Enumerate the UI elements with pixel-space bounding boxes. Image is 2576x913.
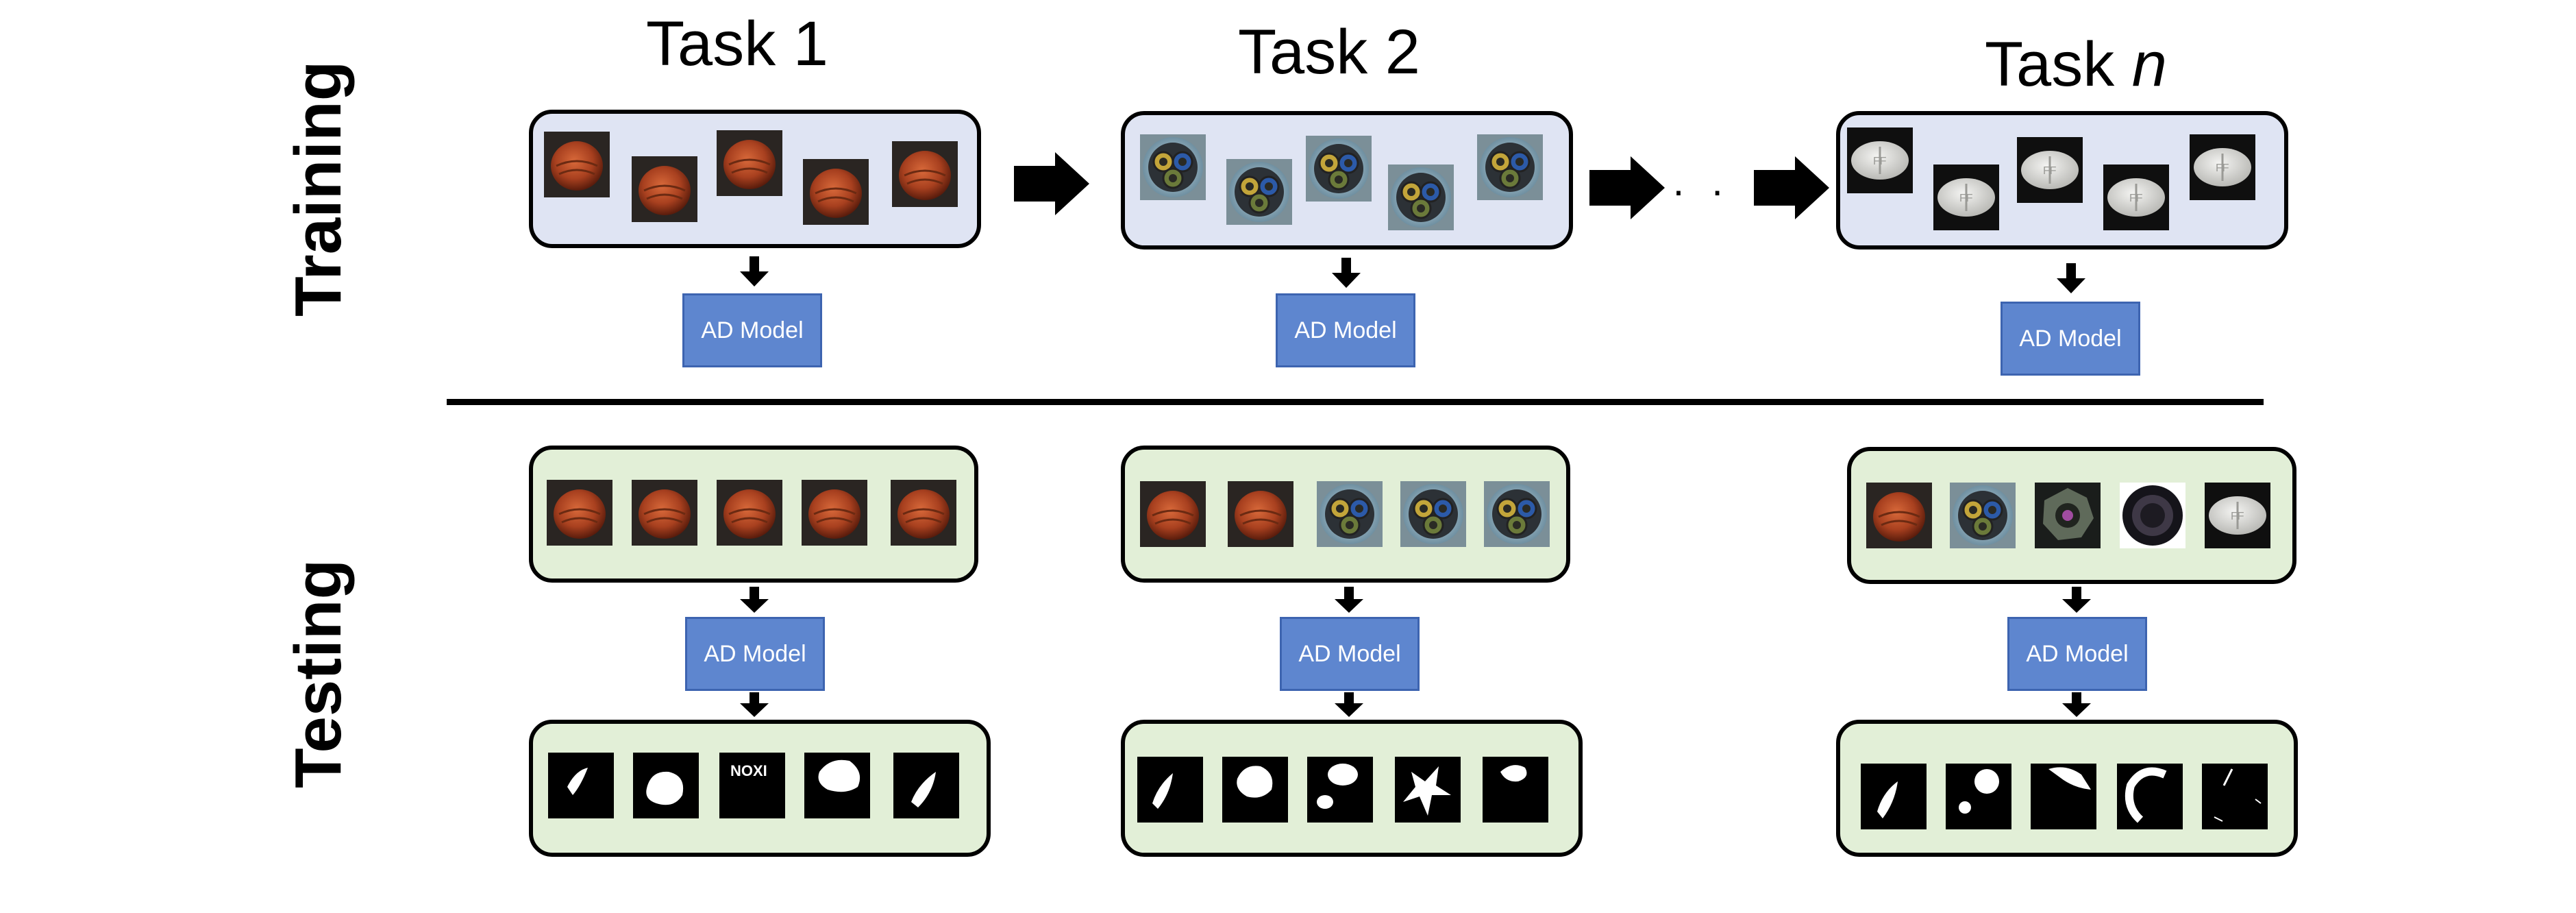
hazelnut-image	[800, 478, 869, 547]
anomaly-mask-image	[1946, 764, 2011, 829]
section-divider	[447, 399, 2264, 405]
down-arrow-icon-test-in-n	[2062, 587, 2091, 613]
right-arrow-icon-1	[1014, 152, 1089, 215]
ad-model-train-task-n: AD Model	[2001, 302, 2140, 376]
bottle-image	[2120, 483, 2185, 548]
down-arrow-icon-test-in-1	[740, 587, 769, 613]
pill-image	[2016, 136, 2084, 204]
cable-image	[1399, 480, 1467, 548]
anomaly-mask-image	[1307, 757, 1373, 823]
right-arrow-icon-3	[1754, 156, 1829, 219]
ad-model-test-task-2: AD Model	[1280, 617, 1420, 691]
down-arrow-icon-test-out-n	[2062, 692, 2091, 717]
ad-model-train-task-1: AD Model	[682, 293, 822, 367]
anomaly-mask-image	[633, 753, 699, 818]
anomaly-mask-image	[1483, 757, 1548, 823]
anomaly-mask-image: NOXI	[719, 753, 785, 818]
down-arrow-icon-test-out-2	[1335, 692, 1363, 717]
task-title-1: Task 1	[646, 9, 828, 79]
ad-model-test-task-1: AD Model	[685, 617, 825, 691]
hazelnut-image	[630, 155, 699, 223]
anomaly-mask-image	[1222, 757, 1288, 823]
anomaly-mask-image	[1395, 757, 1461, 823]
cable-image	[1315, 480, 1384, 548]
screw-image	[2035, 483, 2101, 548]
ellipsis: · · ·	[1672, 167, 1770, 213]
anomaly-mask-image	[548, 753, 614, 818]
right-arrow-icon-2	[1589, 156, 1665, 219]
hazelnut-image	[1226, 480, 1295, 548]
anomaly-mask-image	[2202, 764, 2268, 829]
cable-image	[1225, 158, 1293, 226]
pill-image	[2203, 481, 2272, 550]
pill-image	[1932, 163, 2001, 232]
hazelnut-image	[891, 140, 959, 208]
hazelnut-image	[715, 478, 784, 547]
pill-image	[2188, 133, 2257, 202]
hazelnut-image	[543, 130, 611, 199]
cable-image	[1304, 134, 1373, 203]
anomaly-mask-image	[804, 753, 870, 818]
hazelnut-image	[1865, 481, 1933, 550]
cable-image	[1483, 480, 1551, 548]
hazelnut-image	[889, 478, 958, 547]
cable-image	[1139, 133, 1207, 202]
anomaly-mask-image	[1137, 757, 1203, 823]
task-title-n: Task n	[1985, 29, 2167, 99]
ad-model-test-task-n: AD Model	[2007, 617, 2147, 691]
down-arrow-icon-train-n	[2057, 263, 2085, 293]
hazelnut-image	[545, 478, 614, 547]
anomaly-mask-image	[2031, 764, 2096, 829]
pill-image	[2102, 163, 2170, 232]
anomaly-mask-image	[893, 753, 959, 818]
cable-image	[1948, 481, 2017, 550]
anomaly-mask-image	[2117, 764, 2183, 829]
hazelnut-image	[1139, 480, 1207, 548]
down-arrow-icon-test-out-1	[740, 692, 769, 717]
down-arrow-icon-train-2	[1332, 258, 1361, 288]
cable-image	[1387, 163, 1455, 232]
pill-image	[1846, 126, 1914, 195]
down-arrow-icon-test-in-2	[1335, 587, 1363, 613]
hazelnut-image	[802, 158, 870, 226]
hazelnut-image	[630, 478, 699, 547]
anomaly-mask-image	[1861, 764, 1927, 829]
svg-text:NOXI: NOXI	[730, 762, 767, 779]
hazelnut-image	[715, 129, 784, 197]
cable-image	[1476, 133, 1544, 202]
ad-model-train-task-2: AD Model	[1276, 293, 1415, 367]
down-arrow-icon-train-1	[740, 256, 769, 287]
task-title-2: Task 2	[1238, 17, 1420, 87]
